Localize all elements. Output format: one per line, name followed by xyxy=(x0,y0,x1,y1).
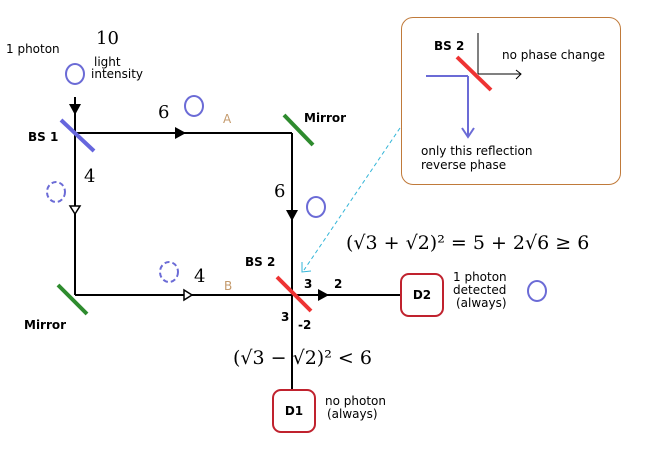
detector-d2: D2 xyxy=(400,273,444,317)
bs2-label: BS 2 xyxy=(245,255,276,269)
d2-status-line1: 1 photon xyxy=(453,270,507,284)
amp-bottom-right: -2 xyxy=(298,318,312,332)
equation-constructive: (√3 + √2)² = 5 + 2√6 ≥ 6 xyxy=(346,232,590,254)
inset-bs2-label: BS 2 xyxy=(434,39,465,53)
photon-path-b-ghost-icon xyxy=(46,181,66,203)
path-b-label: B xyxy=(224,279,233,293)
amp-right: 2 xyxy=(334,277,343,291)
intensity-label-line2: intensity xyxy=(91,67,144,81)
path-b-intensity-horizontal: 4 xyxy=(194,266,206,287)
detector-d1-label: D1 xyxy=(284,404,304,418)
mirror-top-right-icon xyxy=(282,113,315,147)
inset-transmit-arrow-icon xyxy=(515,69,522,80)
inset-reflect-note-line1: only this reflection xyxy=(421,144,533,158)
mirror-bottom-left-icon xyxy=(56,283,89,316)
path-a-arrow-icon xyxy=(175,127,186,139)
bs2-phase-inset: BS 2 no phase change only this reflectio… xyxy=(401,17,621,185)
photon-path-a-vertical-icon xyxy=(306,196,326,218)
photon-detected-icon xyxy=(527,280,547,302)
d2-status-line2: detected xyxy=(453,283,507,297)
inset-bs2-icon xyxy=(455,55,493,92)
photon-source-icon xyxy=(65,63,85,85)
path-b-intensity-vertical: 4 xyxy=(84,166,96,187)
d2-status-line3: (always) xyxy=(456,296,507,310)
path-b-right-arrow-icon xyxy=(183,288,194,302)
path-b-arrow-icon xyxy=(68,205,82,216)
output-d2-arrow-icon xyxy=(318,289,329,301)
inset-reflect-note-line2: reverse phase xyxy=(421,158,507,172)
amp-top-right: 3 xyxy=(304,277,313,291)
input-arrow-icon xyxy=(69,104,81,115)
photon-count-label: 1 photon xyxy=(6,42,60,56)
path-a-down-arrow-icon xyxy=(286,210,298,221)
inset-diagram xyxy=(426,33,522,139)
d1-status-line2: (always) xyxy=(327,407,378,421)
inset-transmit-note: no phase change xyxy=(502,48,605,62)
path-a-intensity-horizontal: 6 xyxy=(158,102,170,123)
path-a-intensity-vertical: 6 xyxy=(274,181,286,202)
mirror-top-right-label: Mirror xyxy=(304,111,347,125)
intensity-label-line1: light xyxy=(94,55,121,69)
path-a-label: A xyxy=(223,112,232,126)
photon-path-a-icon xyxy=(184,95,204,117)
bs2-icon xyxy=(275,275,313,313)
inset-pointer xyxy=(303,127,401,271)
bs1-icon xyxy=(59,118,96,153)
detector-d2-label: D2 xyxy=(412,288,432,302)
mirror-bottom-left-label: Mirror xyxy=(24,318,67,332)
photon-path-b-horizontal-ghost-icon xyxy=(159,261,179,283)
detector-d1: D1 xyxy=(272,389,316,433)
inset-pointer-arrow-icon xyxy=(301,262,312,273)
inset-reflect-arrow-icon xyxy=(461,127,475,139)
amp-bottom-left: 3 xyxy=(281,310,290,324)
intensity-value: 10 xyxy=(96,28,119,49)
bs1-label: BS 1 xyxy=(28,130,59,144)
equation-destructive: (√3 − √2)² < 6 xyxy=(233,347,372,369)
d1-status-line1: no photon xyxy=(325,394,386,408)
